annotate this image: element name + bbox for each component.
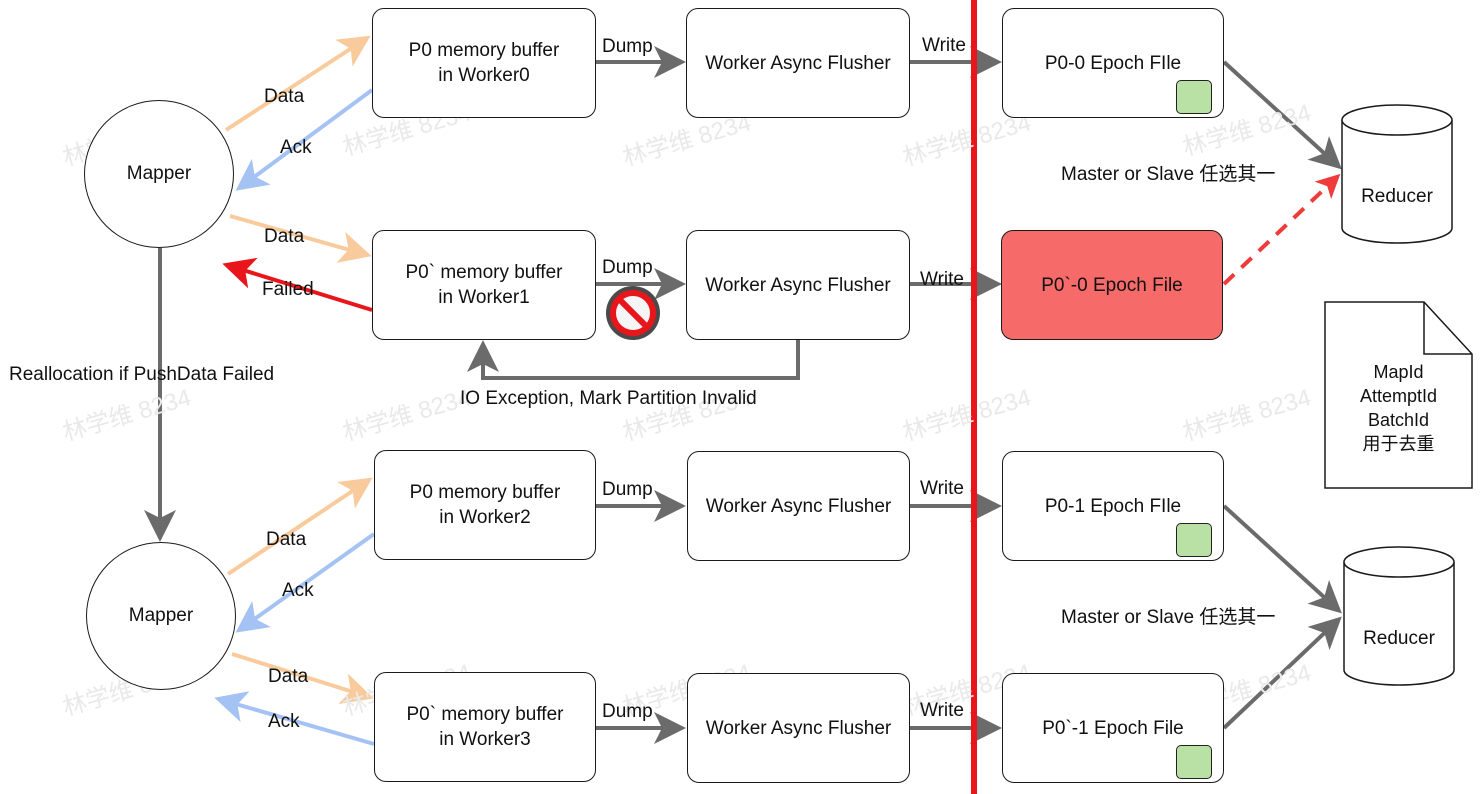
mapper-node: Mapper	[84, 100, 234, 248]
memory-buffer-box: P0` memory buffer in Worker1	[372, 230, 596, 340]
mapper-label: Mapper	[126, 163, 192, 184]
read-arrow	[1222, 504, 1342, 614]
read-arrow-invalid	[1222, 173, 1341, 286]
stop-icon	[606, 286, 660, 340]
master-slave-label: Master or Slave 任选其一	[1061, 607, 1276, 628]
status-chip	[1176, 80, 1212, 114]
reducer-label: Reducer	[1361, 186, 1433, 207]
epoch-file-label: P0-1 Epoch FIle	[1044, 496, 1182, 517]
dump-label: Dump	[602, 36, 653, 57]
status-chip	[1176, 745, 1212, 779]
read-arrow	[1222, 60, 1342, 170]
dump-label: Dump	[602, 257, 653, 278]
note-shape	[1324, 301, 1473, 489]
ack-label: Ack	[268, 711, 300, 732]
flusher-label: Worker Async Flusher	[705, 274, 891, 296]
flusher-label: Worker Async Flusher	[705, 717, 892, 739]
note-line: 用于去重	[1362, 434, 1435, 454]
mapper-node: Mapper	[86, 542, 236, 690]
reducer-cylinder	[1343, 546, 1455, 686]
write-label: Write	[920, 700, 964, 721]
ack-label: Ack	[280, 137, 312, 158]
buffer-line1: P0 memory buffer	[408, 40, 560, 61]
failed-label: Failed	[262, 279, 314, 300]
data-label: Data	[268, 666, 309, 687]
mapper-label: Mapper	[128, 605, 194, 626]
async-flusher-box: Worker Async Flusher	[686, 230, 910, 340]
buffer-line2: in Worker1	[438, 287, 530, 308]
data-arrow	[229, 214, 372, 263]
note-line: MapId	[1373, 362, 1424, 382]
buffer-line2: in Worker2	[439, 507, 531, 528]
memory-buffer-box: P0 memory buffer in Worker2	[374, 450, 596, 560]
reducer-label: Reducer	[1363, 628, 1435, 649]
data-label: Data	[266, 529, 307, 550]
async-flusher-box: Worker Async Flusher	[686, 8, 910, 118]
failed-arrow	[222, 257, 373, 312]
status-chip	[1176, 523, 1212, 557]
note-fold	[1423, 302, 1472, 355]
ack-arrow	[235, 532, 376, 633]
io-exception-arrow	[467, 340, 800, 380]
note-line: BatchId	[1367, 410, 1430, 430]
data-arrow	[231, 652, 374, 705]
buffer-line1: P0` memory buffer	[405, 262, 563, 283]
reducer-cylinder	[1341, 104, 1453, 244]
data-label: Data	[264, 226, 305, 247]
epoch-file-label: P0-0 Epoch FIle	[1044, 53, 1182, 74]
memory-buffer-box: P0 memory buffer in Worker0	[372, 8, 596, 118]
note-line: AttemptId	[1359, 386, 1438, 406]
io-exception-label: IO Exception, Mark Partition Invalid	[460, 388, 757, 409]
buffer-line1: P0 memory buffer	[409, 482, 561, 503]
write-label: Write	[920, 478, 964, 499]
dump-label: Dump	[602, 479, 653, 500]
epoch-file-label: P0`-0 Epoch File	[1041, 274, 1183, 296]
flusher-label: Worker Async Flusher	[705, 52, 891, 74]
dump-label: Dump	[602, 701, 653, 722]
master-slave-label: Master or Slave 任选其一	[1061, 164, 1276, 185]
epoch-file-box-failed: P0`-0 Epoch File	[1001, 230, 1223, 340]
async-flusher-box: Worker Async Flusher	[687, 451, 910, 561]
read-arrow	[1222, 616, 1342, 730]
ack-arrow	[235, 88, 374, 191]
write-label: Write	[922, 35, 966, 56]
buffer-line2: in Worker0	[438, 65, 530, 86]
ack-arrow	[214, 691, 375, 746]
flusher-label: Worker Async Flusher	[705, 495, 892, 517]
data-arrow	[224, 35, 371, 132]
buffer-line1: P0` memory buffer	[406, 704, 564, 725]
data-label: Data	[264, 86, 305, 107]
note-text: MapId AttemptId BatchId 用于去重	[1325, 360, 1472, 456]
ack-label: Ack	[282, 580, 314, 601]
data-arrow	[226, 477, 373, 576]
epoch-file-label: P0`-1 Epoch File	[1042, 718, 1184, 739]
memory-buffer-box: P0` memory buffer in Worker3	[374, 672, 596, 782]
write-label: Write	[920, 269, 964, 290]
buffer-line2: in Worker3	[439, 729, 531, 750]
async-flusher-box: Worker Async Flusher	[687, 673, 910, 783]
reallocation-label: Reallocation if PushData Failed	[9, 364, 275, 385]
